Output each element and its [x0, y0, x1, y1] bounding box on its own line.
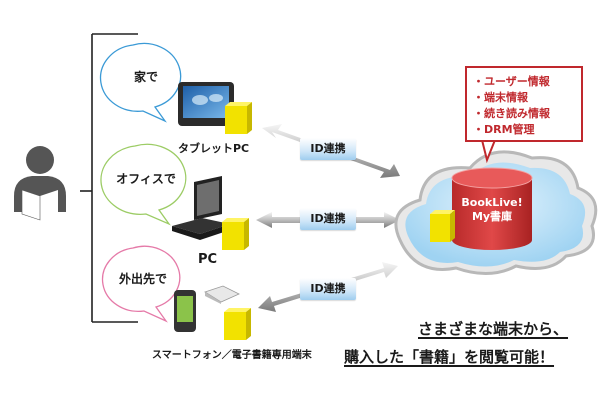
smartphone-ereader-icon	[174, 285, 240, 332]
info-item: DRM管理	[473, 122, 581, 138]
book-icon	[222, 218, 249, 250]
location-label-home: 家で	[133, 70, 158, 84]
bubble-office	[100, 143, 187, 226]
device-label-pc: PC	[198, 252, 218, 267]
device-label-phone: スマートフォン／電子書籍専用端末	[152, 350, 312, 361]
reading-person-icon	[14, 146, 66, 221]
database-label: BookLive! My書庫	[447, 196, 537, 224]
device-label-tablet: タブレットPC	[178, 142, 250, 155]
bubble-home	[99, 42, 182, 123]
location-label-office: オフィスで	[116, 172, 176, 186]
info-item: 続き読み情報	[473, 106, 581, 122]
connector-bracket	[80, 33, 138, 323]
tablet-icon	[178, 82, 234, 126]
id-link-label-tablet: ID連携	[300, 138, 356, 160]
location-label-outside: 外出先で	[118, 272, 167, 286]
managed-info-callout: ユーザー情報 端末情報 続き読み情報 DRM管理	[465, 66, 583, 142]
info-item: 端末情報	[473, 90, 581, 106]
book-icon	[430, 210, 455, 242]
id-link-label-phone: ID連携	[300, 278, 356, 300]
caption-line1: さまざまな端末から、	[418, 320, 569, 338]
book-icon	[225, 102, 252, 134]
database-icon	[451, 167, 533, 250]
laptop-icon	[172, 176, 230, 240]
id-link-label-pc: ID連携	[300, 208, 356, 230]
book-icon	[224, 308, 251, 340]
caption-line2: 購入した「書籍」を閲覧可能！	[344, 348, 555, 366]
bubble-outside	[101, 245, 181, 323]
database-label-line1: BookLive!	[461, 196, 523, 209]
database-label-line2: My書庫	[471, 210, 513, 223]
info-item: ユーザー情報	[473, 74, 581, 90]
